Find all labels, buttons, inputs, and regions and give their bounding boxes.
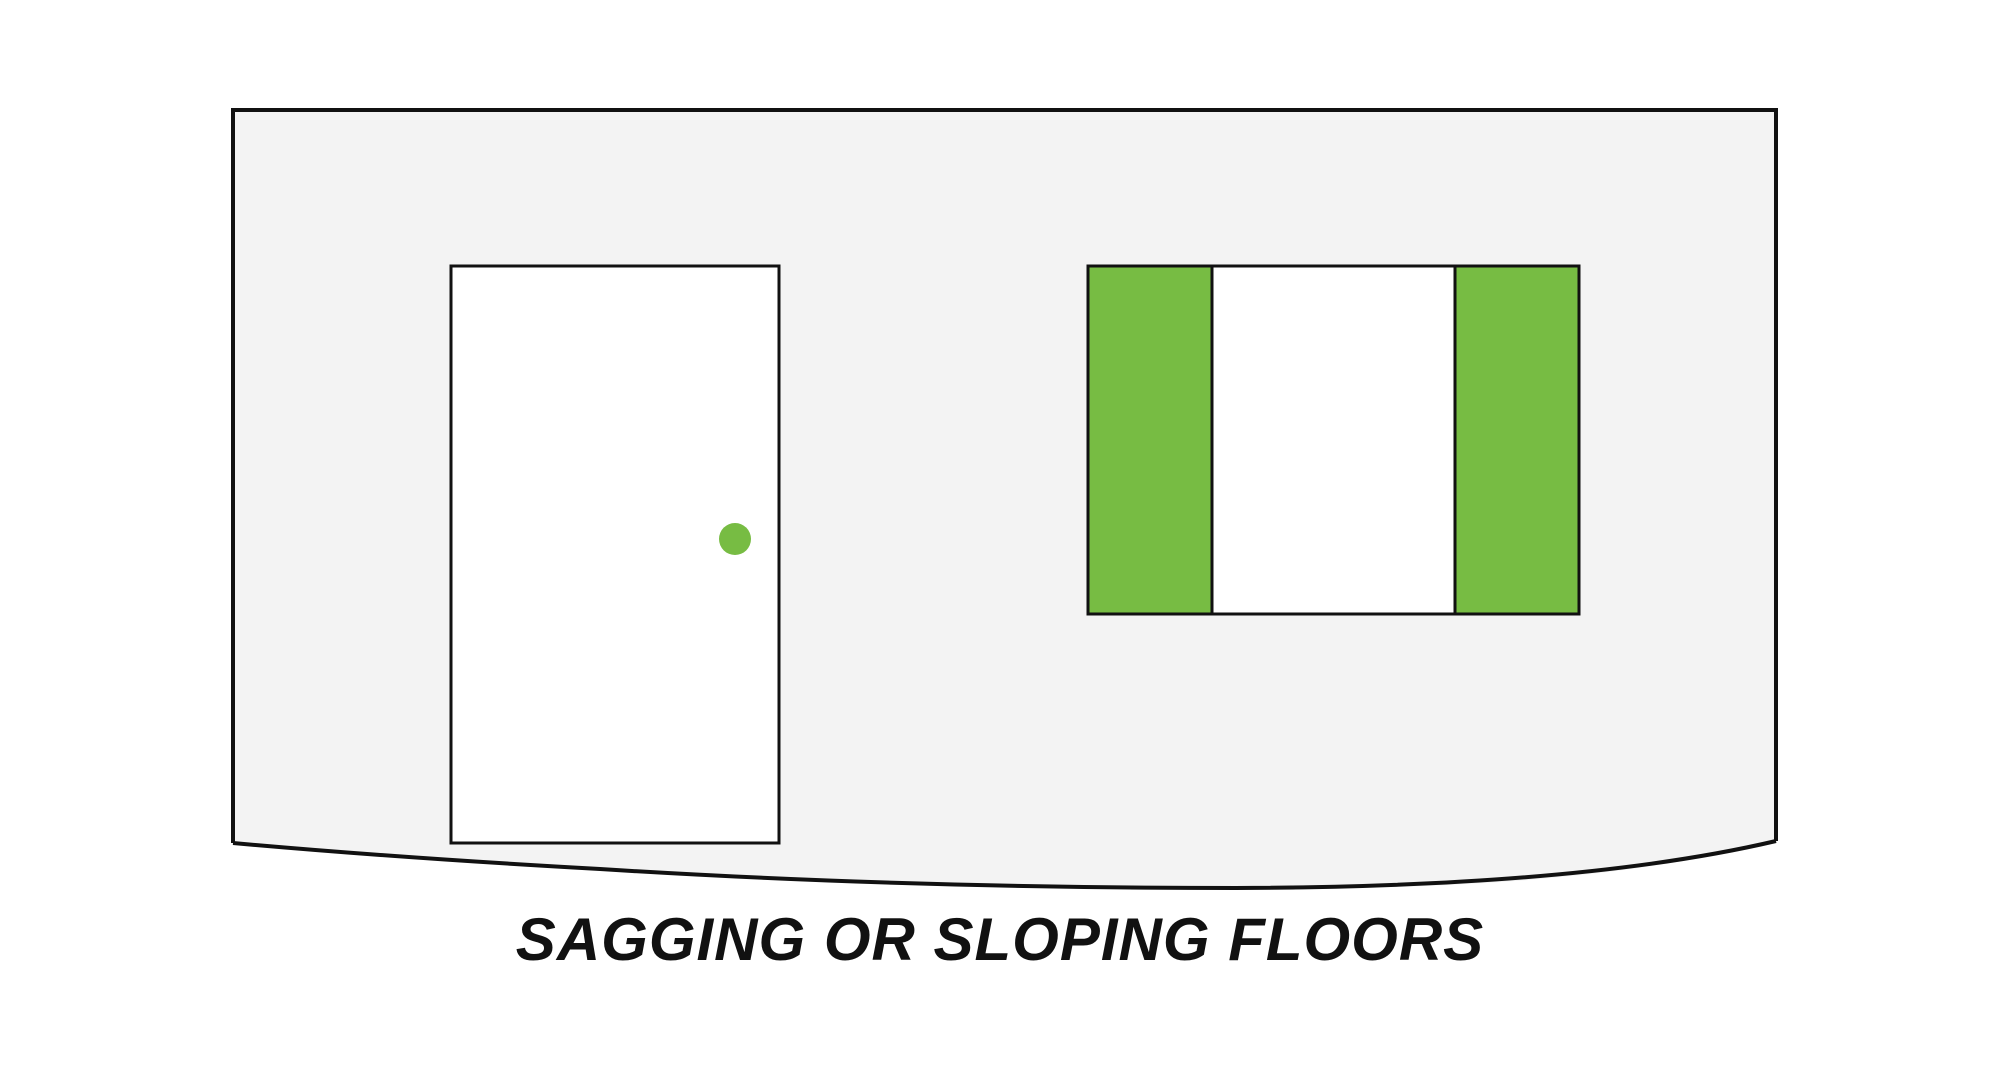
sagging-floor-line [232,839,1777,891]
caption: SAGGING OR SLOPING FLOORS [515,906,1485,973]
left-shutter [1086,264,1214,616]
door-icon [449,264,781,845]
wall-outline [231,108,1778,843]
door-knob-icon [719,523,751,555]
right-shutter [1453,264,1581,616]
door [449,264,781,845]
window-glass [1210,264,1457,616]
window-icon [1086,264,1581,616]
